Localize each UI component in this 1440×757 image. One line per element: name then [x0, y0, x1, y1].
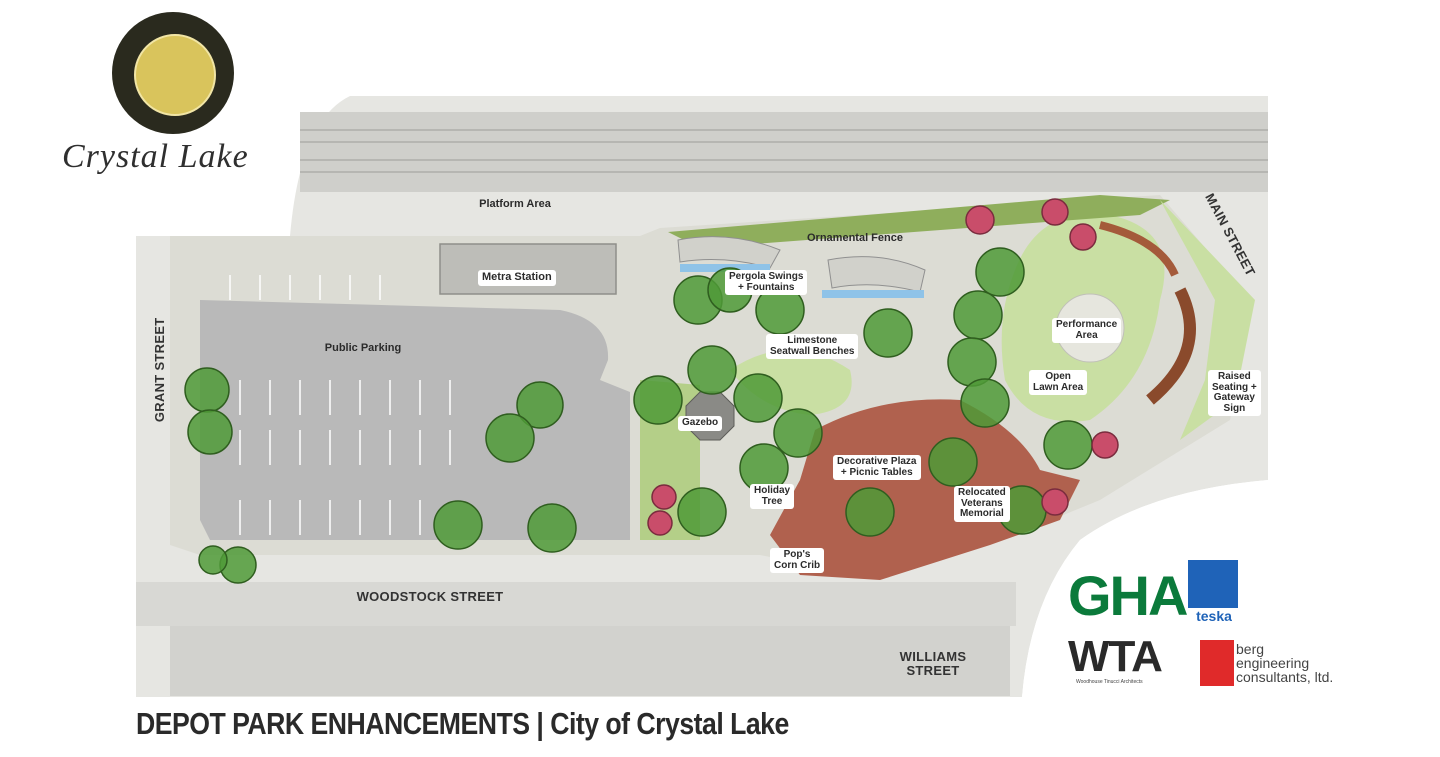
gazebo-label: Gazebo	[678, 416, 723, 431]
raised-seating-arc	[1146, 287, 1196, 405]
public-parking-label: Public Parking	[324, 342, 402, 354]
tree	[863, 308, 913, 358]
corn-crib-label: Pop's Corn Crib	[770, 548, 825, 573]
tree	[527, 503, 577, 553]
tree	[687, 345, 737, 395]
pergola-west	[677, 236, 781, 269]
tree	[975, 247, 1025, 297]
tree	[928, 437, 978, 487]
tree	[187, 409, 233, 455]
tree	[1043, 420, 1093, 470]
tree	[773, 408, 823, 458]
teska-logo-box	[1188, 560, 1238, 608]
tree	[184, 367, 230, 413]
fountain-east	[822, 290, 924, 298]
rail-lines	[300, 129, 1268, 173]
tree	[433, 500, 483, 550]
accent-tree	[651, 484, 677, 510]
ornamental-fence-label: Ornamental Fence	[807, 232, 903, 244]
limestone-seatwall-label: Limestone Seatwall Benches	[766, 334, 859, 359]
decorative-plaza	[770, 399, 1080, 580]
teska-logo-text: teska	[1196, 608, 1232, 624]
page-title: DEPOT PARK ENHANCEMENTS | City of Crysta…	[136, 706, 789, 741]
wta-logo-subtitle: Woodhouse Tinucci Architects	[1076, 679, 1143, 685]
wta-logo: WTA	[1068, 632, 1163, 681]
veterans-memorial-label: Relocated Veterans Memorial	[954, 486, 1010, 522]
tree	[845, 487, 895, 537]
raised-seating-label: Raised Seating + Gateway Sign	[1208, 370, 1261, 416]
performance-area-label: Performance Area	[1052, 318, 1122, 343]
open-lawn-label: Open Lawn Area	[1029, 370, 1088, 395]
holiday-tree-label: Holiday Tree	[750, 484, 795, 509]
woodstock-street-strip	[136, 582, 1016, 626]
tree	[733, 373, 783, 423]
pergola-east	[827, 256, 926, 293]
tree	[677, 487, 727, 537]
tree	[485, 413, 535, 463]
tree	[633, 375, 683, 425]
accent-tree	[1041, 198, 1069, 226]
accent-tree	[1069, 223, 1097, 251]
woodstock-street-label: WOODSTOCK STREET	[356, 589, 504, 604]
williams-street-label: WILLIAMS STREET	[899, 649, 967, 678]
accent-trees	[647, 198, 1119, 536]
accent-tree	[647, 510, 673, 536]
berg-logo-mark	[1200, 640, 1234, 686]
city-seal	[112, 12, 234, 134]
buildings-south	[170, 626, 1010, 696]
tree	[516, 381, 564, 429]
tree	[198, 545, 228, 575]
accent-tree	[1041, 488, 1069, 516]
seal-center	[134, 34, 216, 116]
pergola-swings-label: Pergola Swings + Fountains	[725, 270, 808, 295]
decorative-plaza-label: Decorative Plaza + Picnic Tables	[833, 455, 921, 480]
gha-logo: GHA	[1068, 564, 1188, 627]
trees	[184, 247, 1093, 584]
parking-stall-lines	[229, 275, 451, 535]
metra-station-building	[439, 243, 617, 295]
tree	[953, 290, 1003, 340]
grant-street-label: GRANT STREET	[152, 317, 168, 423]
platform-area-label: Platform Area	[479, 198, 551, 210]
accent-tree	[965, 205, 995, 235]
seating-arc-north	[1099, 221, 1179, 277]
tree	[960, 378, 1010, 428]
lawn-seatwall	[730, 350, 852, 415]
metra-station-label: Metra Station	[478, 270, 556, 286]
accent-tree	[1091, 431, 1119, 459]
city-name-script: Crystal Lake	[62, 138, 249, 175]
berg-logo-text: berg engineering consultants, ltd.	[1236, 641, 1334, 685]
public-parking-lot	[200, 300, 630, 540]
rail-corridor	[300, 112, 1268, 192]
